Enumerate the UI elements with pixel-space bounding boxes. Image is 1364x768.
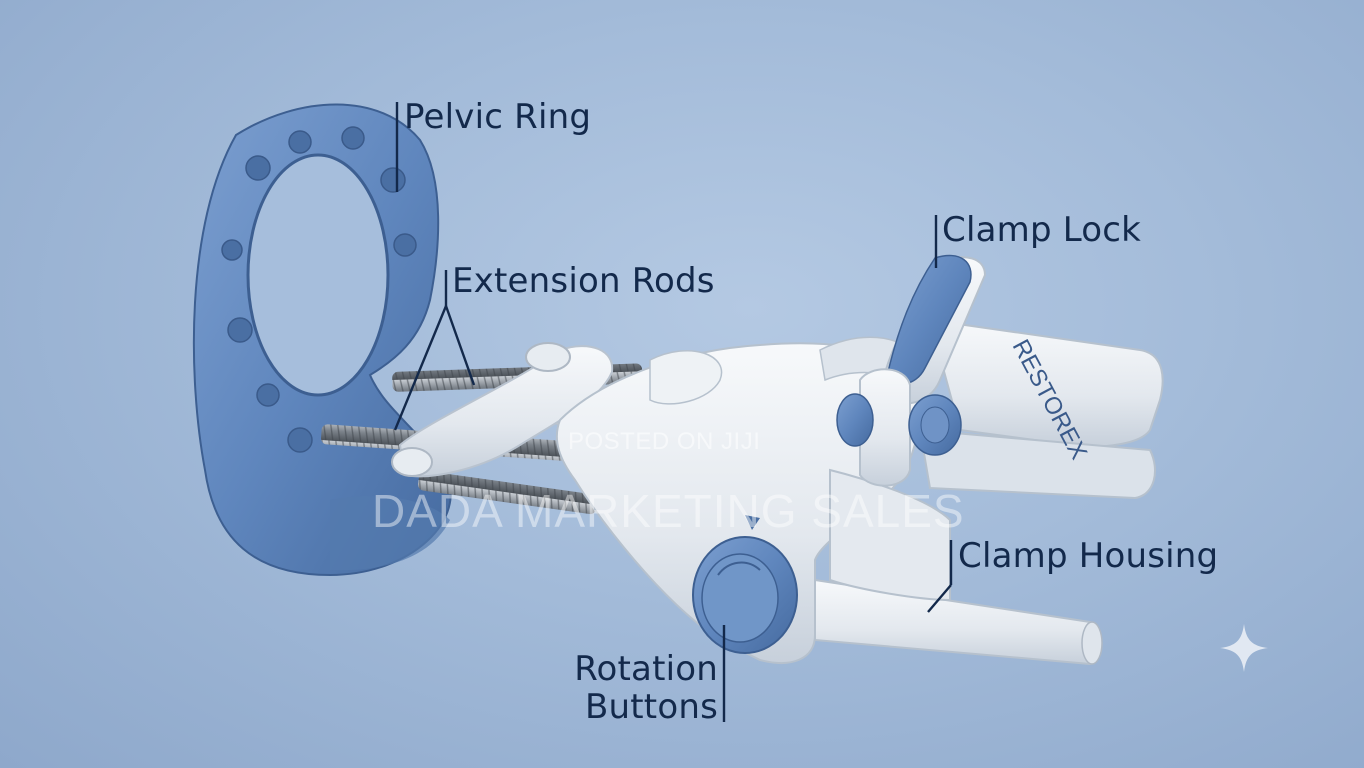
clamp-housing-part [814,468,1103,666]
clamp-lock-label: Clamp Lock [942,210,1142,250]
clamp-plate-part: RESTOREX [918,318,1164,500]
clamp-lock-part [859,254,987,487]
leader-lines [393,102,953,722]
extension-rods-leader-a [444,305,476,386]
extension-rods-leader-b [393,305,448,431]
rod-block-part [391,342,614,478]
clamp-housing-label: Clamp Housing [958,536,1219,576]
rotation-buttons-part [692,393,962,654]
rotation-buttons-label: Rotation Buttons [560,650,718,726]
sparkle-icon [1220,624,1268,672]
clamp-housing-leader-tip [927,584,952,613]
rotation-buttons-label-line1: Rotation [574,649,718,689]
rotation-buttons-label-line2: Buttons [584,687,718,727]
pelvic-ring-part [192,103,452,577]
pelvic-ring-label: Pelvic Ring [404,97,592,137]
extension-rods-label: Extension Rods [452,261,715,301]
